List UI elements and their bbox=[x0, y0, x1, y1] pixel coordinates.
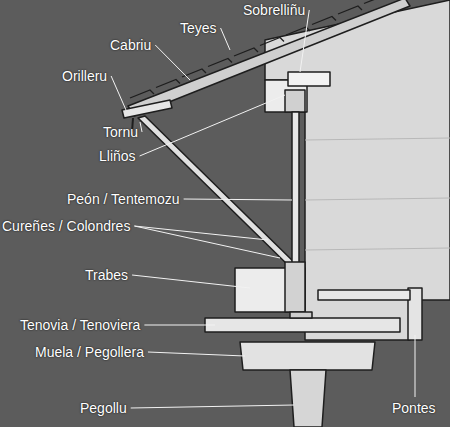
part-label: Teyes bbox=[180, 20, 217, 36]
leader-line bbox=[134, 226, 280, 258]
part-label: Sobrelliñu bbox=[243, 2, 305, 18]
part-label: Pontes bbox=[392, 400, 436, 416]
part-label: Tornu bbox=[103, 124, 138, 140]
leader-line bbox=[300, 10, 309, 72]
roof-tile bbox=[130, 90, 154, 98]
leader-line bbox=[134, 226, 268, 240]
leader-line bbox=[111, 76, 126, 110]
part-label: Tenovia / Tenoviera bbox=[20, 317, 140, 333]
part-label: Lliños bbox=[99, 148, 136, 164]
capstone bbox=[240, 342, 375, 370]
rafter bbox=[128, 0, 410, 116]
roof-tile bbox=[338, 6, 362, 14]
leader-line bbox=[140, 122, 142, 132]
leader-line bbox=[144, 325, 215, 326]
part-label: Trabes bbox=[85, 267, 128, 283]
leader-line bbox=[131, 405, 294, 408]
leader-line bbox=[221, 28, 230, 50]
part-label: Cureñes / Colondres bbox=[2, 218, 130, 234]
roof-tile bbox=[260, 38, 284, 46]
part-label: Peón / Tentemozu bbox=[67, 191, 180, 207]
roof-tile bbox=[156, 80, 180, 88]
pillar bbox=[290, 370, 326, 427]
leader-line bbox=[148, 352, 245, 356]
part-label: Cabriu bbox=[110, 37, 151, 53]
slab bbox=[205, 318, 400, 332]
top-sill bbox=[288, 72, 330, 86]
leader-line bbox=[132, 275, 250, 288]
leader-line bbox=[184, 199, 292, 200]
eave-beam bbox=[122, 100, 172, 118]
leader-line bbox=[155, 45, 190, 80]
roof-tile bbox=[208, 59, 232, 67]
roof-tile bbox=[312, 17, 336, 25]
part-label: Muela / Pegollera bbox=[35, 344, 144, 360]
leader-line bbox=[140, 95, 285, 156]
roof-tile bbox=[234, 48, 258, 56]
post bbox=[292, 112, 299, 270]
part-label: Pegollu bbox=[80, 400, 127, 416]
leader-line bbox=[415, 335, 416, 397]
part-label: Orilleru bbox=[62, 68, 107, 84]
roof-tile bbox=[364, 0, 388, 4]
